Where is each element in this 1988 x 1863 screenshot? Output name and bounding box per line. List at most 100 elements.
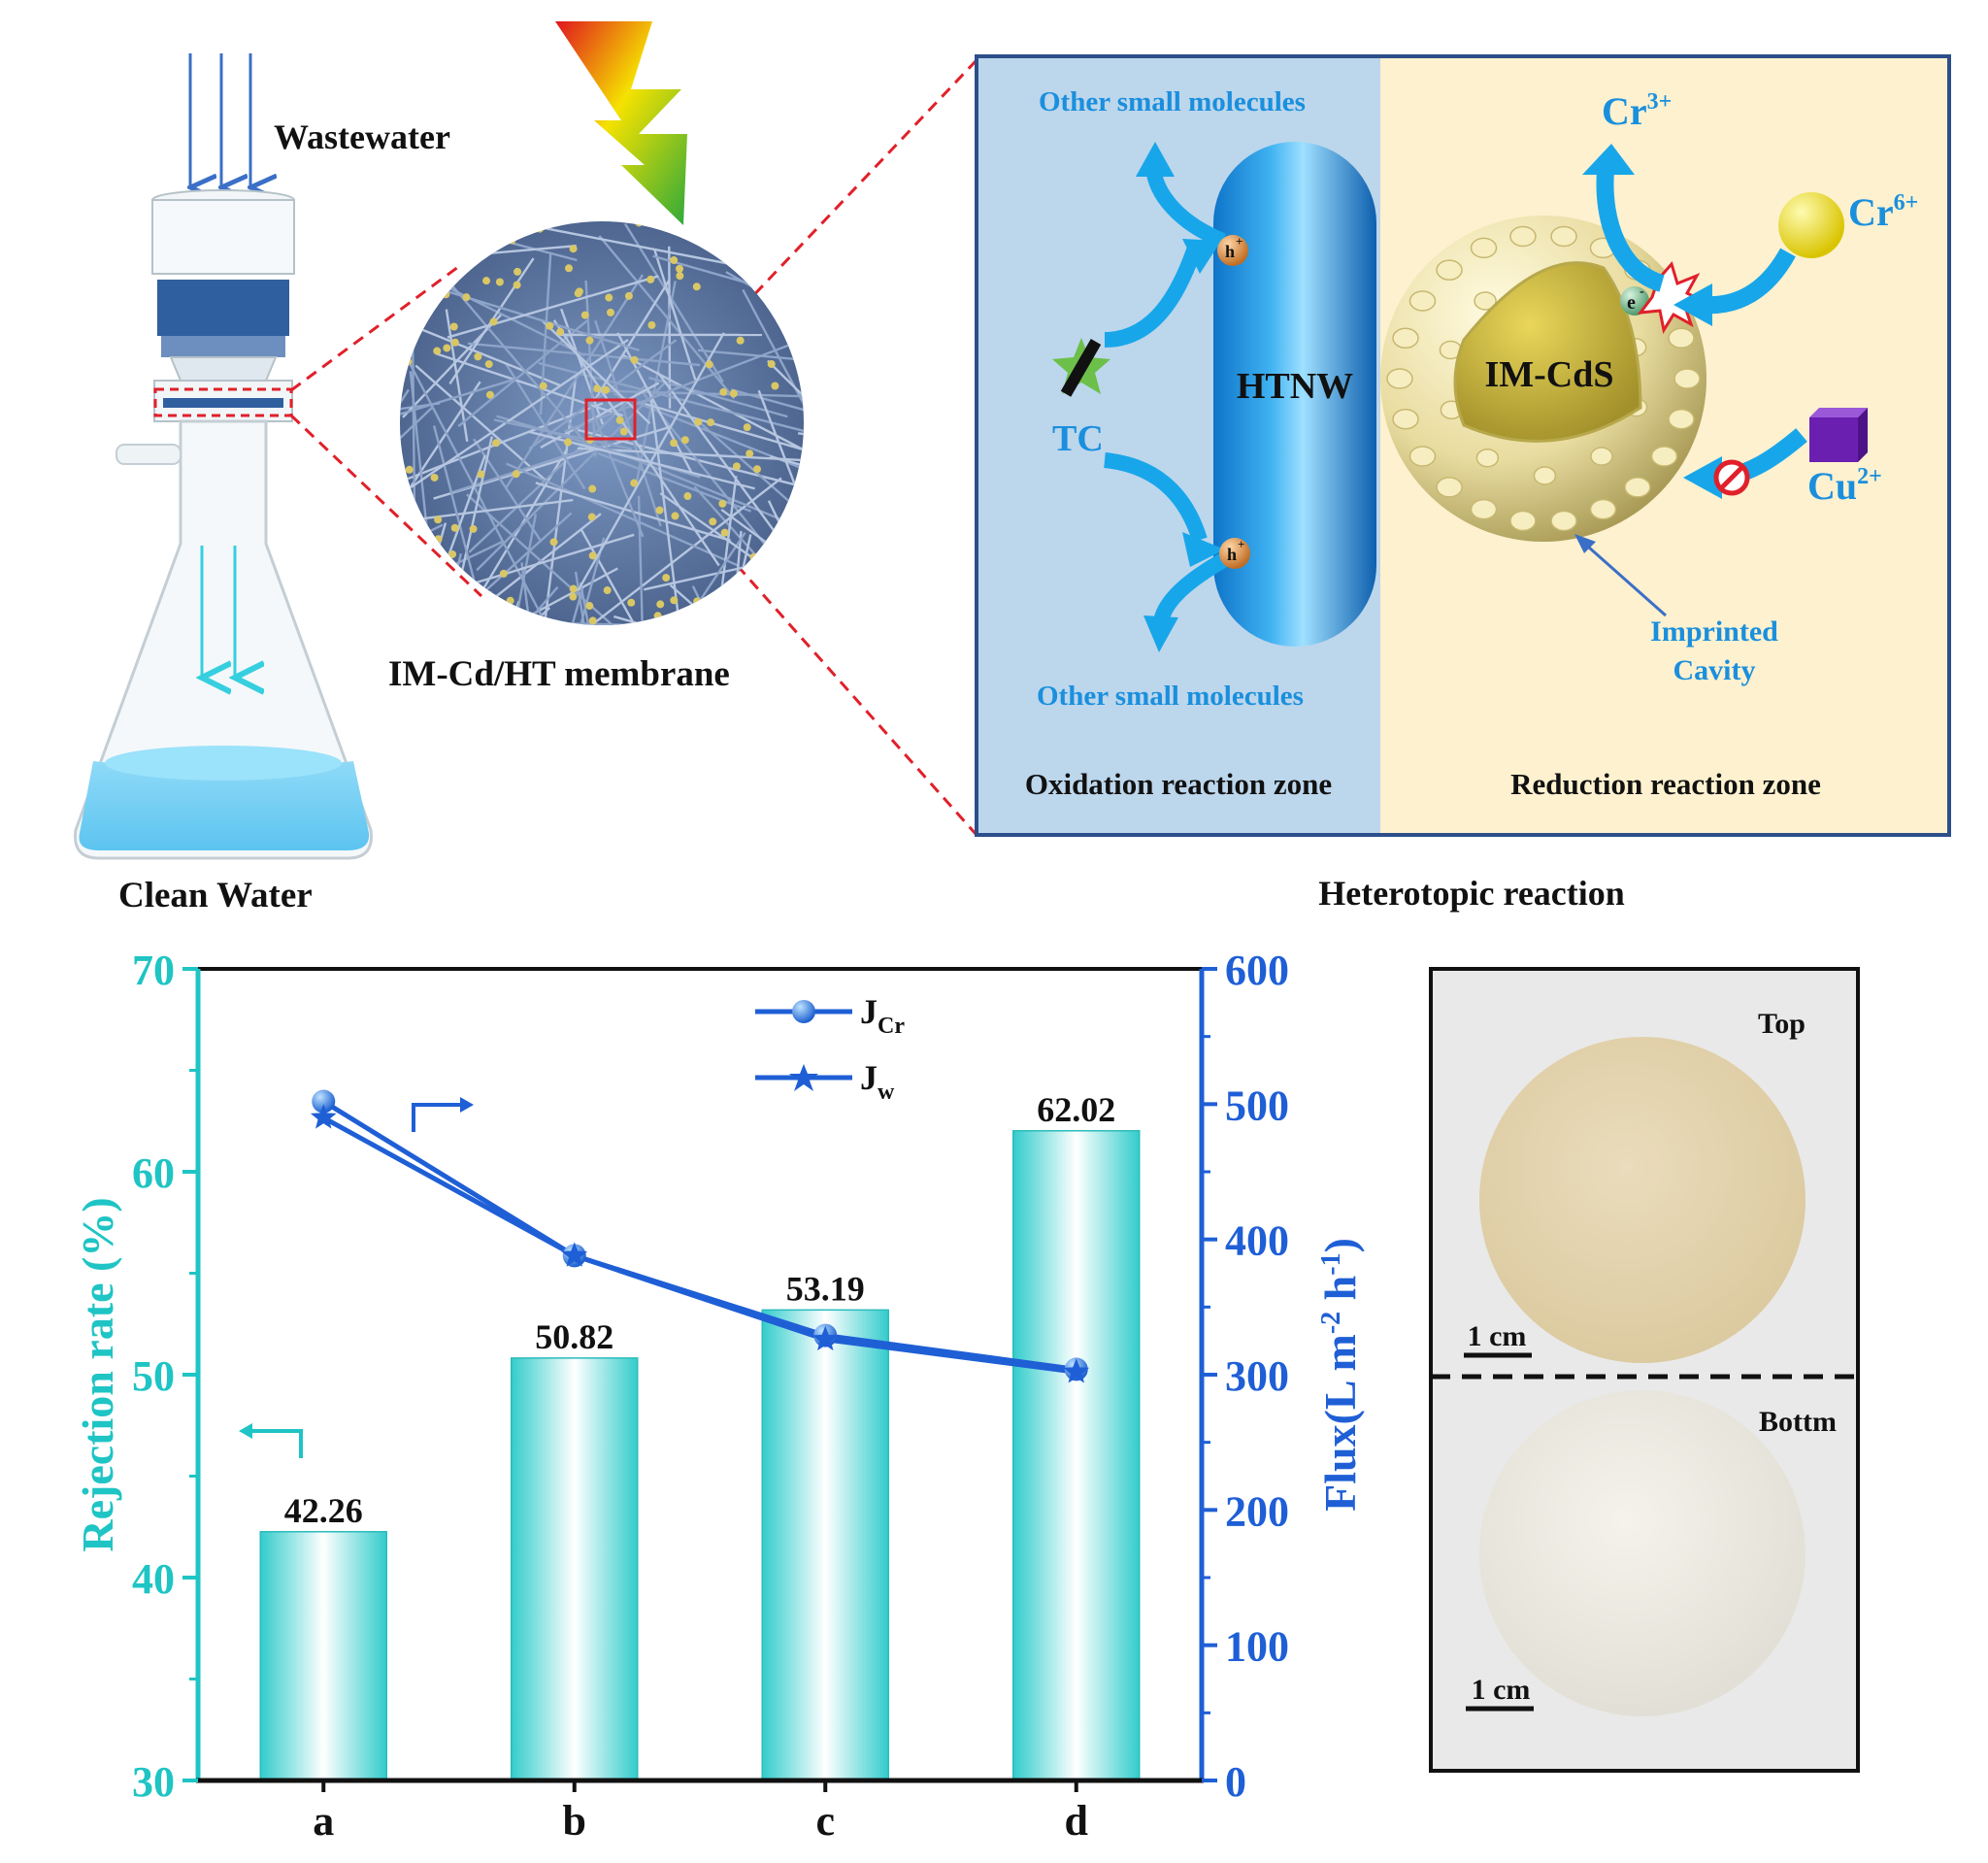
cr3-charge: 3+ (1647, 89, 1673, 115)
nanowire-fiber (400, 607, 551, 625)
cu-symbol: Cu (1807, 464, 1857, 508)
cds-particle (709, 517, 717, 526)
nanowire-fiber (579, 582, 607, 625)
left-tick-label: 30 (132, 1758, 175, 1806)
cds-particle (716, 227, 725, 236)
line-series-w (322, 1115, 1077, 1375)
line-series-cr (321, 1099, 1077, 1372)
left-tick-label: 40 (132, 1555, 175, 1603)
cds-particle (718, 499, 727, 508)
right-tick-label: 0 (1225, 1758, 1246, 1806)
right-tick-label: 300 (1225, 1352, 1289, 1400)
reduction-zone-label: Reduction reaction zone (1510, 767, 1821, 801)
nanowire-fiber (798, 473, 804, 625)
oxidation-arrow (1104, 452, 1208, 543)
nanowire-fiber (514, 640, 636, 646)
nanowire-fiber (637, 495, 645, 625)
nanowire-fiber (638, 400, 804, 489)
nanowire-fiber (767, 500, 804, 625)
cds-particle (749, 552, 758, 561)
cds-particle (694, 417, 703, 426)
imprinted-cavity (1475, 448, 1500, 468)
right-tick-label: 400 (1225, 1217, 1289, 1265)
reaction-burst-icon (1637, 260, 1711, 334)
nanowire-fiber (414, 364, 547, 482)
cds-particle (670, 256, 679, 265)
cds-particle (474, 352, 482, 361)
cu-label: Cu2+ (1807, 464, 1882, 508)
nanowire-fiber (623, 222, 724, 383)
cds-particle (449, 322, 458, 331)
cr6-symbol: Cr (1848, 190, 1894, 234)
cds-particle (787, 221, 796, 229)
cr6-ion-icon (1778, 192, 1844, 258)
imprinted-cavity (1589, 498, 1617, 520)
nanowire-fiber (456, 436, 493, 592)
other-small-molecules-top: Other small molecules (1039, 86, 1306, 117)
membrane-slot (163, 398, 283, 408)
cds-particle (782, 576, 791, 584)
cds-particle (514, 267, 522, 276)
cds-particle (670, 596, 679, 605)
cds-particle (602, 385, 611, 394)
cds-particle (736, 336, 745, 345)
cds-particle (587, 513, 596, 521)
point-jw (1063, 1358, 1090, 1383)
cds-particle (549, 538, 558, 547)
cds-particle (593, 384, 602, 393)
nanowire-fiber (648, 376, 788, 418)
photo-bottom-label: Bottm (1759, 1406, 1837, 1438)
imprinted-cavity (1392, 408, 1419, 430)
cds-particle (790, 250, 799, 259)
cds-particle (729, 389, 738, 398)
cds-particle (450, 523, 459, 532)
x-tick-label: d (1065, 1797, 1088, 1845)
imprinted-cavity (1386, 368, 1413, 389)
cds-particle (585, 602, 594, 611)
mechanism-panel: Other small molecules Other small molecu… (975, 54, 1951, 837)
nanowire-fiber (493, 418, 633, 450)
imprinted-cavity (1408, 446, 1437, 467)
cds-particle (539, 382, 547, 390)
point-jw (812, 1325, 839, 1351)
scale-bar-top-label: 1 cm (1468, 1320, 1527, 1352)
cds-particle (508, 236, 516, 245)
cds-particle (707, 418, 715, 427)
cr3-arrow (1596, 170, 1665, 292)
y-axis-left-label: Rejection rate (%) (73, 1197, 122, 1551)
electron-symbol: e (1627, 292, 1636, 314)
cds-particle (670, 439, 679, 448)
point-jw (310, 1104, 337, 1129)
nanowire-fiber (589, 279, 671, 408)
cu-ion-icon (1809, 408, 1868, 462)
zoom-line (290, 262, 463, 392)
cds-particle (667, 221, 676, 227)
membrane-photos: Top Bottm 1 cm 1 cm (1429, 967, 1860, 1773)
nanowire-fiber (653, 250, 698, 383)
cds-particle (434, 535, 443, 544)
cds-particle (513, 281, 521, 289)
cds-particle (484, 360, 493, 369)
cds-particle (624, 291, 633, 300)
other-small-molecules-bottom: Other small molecules (1037, 681, 1304, 712)
left-axis-indicator-icon (248, 1429, 303, 1458)
nanowire-fiber (801, 594, 804, 625)
hole-symbol: h (1225, 242, 1235, 261)
cu-charge: 2+ (1857, 464, 1882, 489)
left-tick-label: 70 (132, 947, 175, 994)
bar-b (511, 1357, 639, 1781)
zoom-box (584, 398, 637, 441)
right-tick-label: 100 (1225, 1623, 1289, 1671)
nanowire-fiber (400, 498, 574, 537)
nanowire-fiber (400, 523, 444, 582)
hole-symbol: h (1227, 545, 1237, 564)
cds-particle (404, 357, 413, 366)
cr6-charge: 6+ (1894, 190, 1919, 216)
cds-particle (569, 245, 578, 253)
nanowire-fiber (746, 620, 804, 625)
nanowire-fiber (649, 397, 688, 625)
nanowire-fiber (489, 567, 618, 625)
cds-particle (495, 278, 504, 286)
filtration-apparatus: Wastewater Clean Water (74, 53, 450, 915)
nanowire-fiber (742, 288, 804, 465)
